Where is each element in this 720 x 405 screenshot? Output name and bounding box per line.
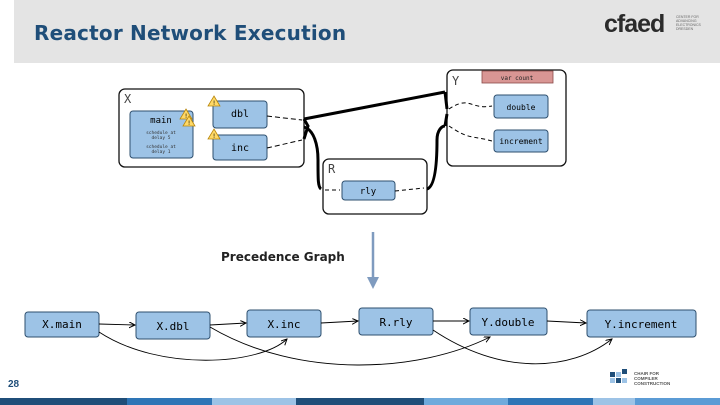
svg-text:!: ! bbox=[187, 120, 191, 127]
cfaed-logo: cfaed CENTER FOR ADVANCING ELECTRONICS D… bbox=[604, 10, 716, 44]
node-x-dbl: X.dbl bbox=[135, 311, 211, 340]
reaction-dbl: dbl bbox=[212, 100, 268, 129]
page-number: 28 bbox=[8, 379, 20, 390]
schedule-2-line-2: delay 1 bbox=[152, 149, 171, 155]
reactor-x: X main schedule at delay 5 schedule at d… bbox=[118, 88, 305, 168]
node-r-rly: R.rly bbox=[358, 307, 434, 336]
reactor-r: R rly bbox=[322, 158, 428, 215]
reaction-main-label: main bbox=[150, 116, 172, 126]
node-y-double-label: Y.double bbox=[482, 316, 535, 329]
reaction-dbl-label: dbl bbox=[231, 109, 249, 120]
logo-subtitle-line: DRESDEN bbox=[676, 27, 694, 31]
reactor-y-label: Y bbox=[452, 74, 460, 88]
svg-text:!: ! bbox=[212, 133, 216, 140]
chair-line: CONSTRUCTION bbox=[634, 381, 671, 386]
node-x-inc-label: X.inc bbox=[267, 318, 300, 331]
reaction-rly-label: rly bbox=[360, 187, 377, 197]
reactor-r-label: R bbox=[328, 162, 336, 176]
chair-logo-text: CHAIR FOR COMPILER CONSTRUCTION bbox=[634, 371, 670, 386]
precedence-graph: X.main X.dbl X.inc R.rly Y.double Y.incr… bbox=[24, 307, 697, 366]
reactor-x-label: X bbox=[124, 92, 132, 106]
svg-text:!: ! bbox=[212, 100, 216, 107]
reaction-inc-label: inc bbox=[231, 143, 249, 154]
precedence-graph-label: Precedence Graph bbox=[221, 250, 345, 264]
chair-logo-icon bbox=[610, 369, 627, 383]
warning-icon: ! bbox=[207, 128, 221, 140]
logo-subtitle: CENTER FOR ADVANCING ELECTRONICS DRESDEN bbox=[676, 15, 716, 31]
logo-text: cfaed bbox=[604, 10, 665, 38]
chair-line: CHAIR FOR bbox=[634, 371, 659, 376]
node-x-dbl-label: X.dbl bbox=[156, 320, 189, 333]
logo-subtitle-line: ELECTRONICS bbox=[676, 23, 701, 27]
schedule-1-line-1: schedule at bbox=[146, 130, 176, 136]
reaction-double-label: double bbox=[507, 103, 536, 112]
reaction-increment: increment bbox=[493, 129, 549, 153]
warning-icon: ! bbox=[207, 95, 221, 107]
node-x-inc: X.inc bbox=[246, 309, 322, 338]
node-x-main-label: X.main bbox=[42, 318, 82, 331]
schedule-1-line-2: delay 5 bbox=[152, 135, 171, 141]
node-y-increment-label: Y.increment bbox=[605, 318, 678, 331]
logo-subtitle-line: ADVANCING bbox=[676, 19, 697, 23]
footer-band bbox=[0, 398, 720, 405]
reactor-y: Y var count double increment bbox=[446, 69, 567, 167]
chair-logo: CHAIR FOR COMPILER CONSTRUCTION bbox=[610, 369, 700, 387]
reaction-inc: inc bbox=[212, 134, 268, 161]
reaction-rly: rly bbox=[341, 180, 396, 201]
node-x-main: X.main bbox=[24, 311, 100, 338]
reaction-double: double bbox=[493, 94, 549, 119]
svg-text:!: ! bbox=[184, 113, 188, 120]
slide-title: Reactor Network Execution bbox=[34, 21, 347, 45]
header-bar bbox=[14, 0, 720, 63]
reaction-increment-label: increment bbox=[499, 137, 543, 146]
logo-subtitle-line: CENTER FOR bbox=[676, 15, 699, 19]
reaction-main: main schedule at delay 5 schedule at del… bbox=[129, 110, 194, 159]
warning-icon: ! ! bbox=[179, 108, 196, 127]
schedule-2-line-1: schedule at bbox=[146, 144, 176, 150]
chair-line: COMPILER bbox=[634, 376, 658, 381]
node-r-rly-label: R.rly bbox=[379, 316, 412, 329]
connections bbox=[302, 90, 449, 191]
state-var-count: var count bbox=[501, 75, 534, 82]
node-y-double: Y.double bbox=[469, 307, 548, 336]
node-y-increment: Y.increment bbox=[586, 309, 697, 338]
